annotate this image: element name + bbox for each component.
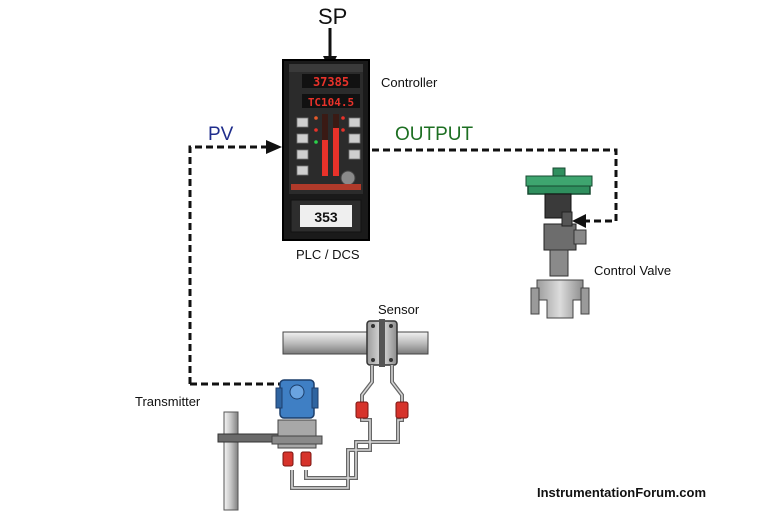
valve-positioner xyxy=(543,223,577,251)
control-knob xyxy=(340,170,356,186)
controller-unit: 37385 TC104.5 353 xyxy=(282,59,370,241)
controller-footer-strip xyxy=(291,184,361,190)
bottom-readout: 353 xyxy=(314,209,338,225)
output-label: OUTPUT xyxy=(395,124,474,145)
pv-signal-line xyxy=(188,145,272,384)
control-valve-label: Control Valve xyxy=(594,263,671,278)
mounting-post xyxy=(217,411,301,511)
signal-lines xyxy=(188,145,618,386)
valve-body xyxy=(536,279,584,319)
plc-dcs-label: PLC / DCS xyxy=(296,247,360,262)
isolation-valves xyxy=(282,401,409,467)
output-arrow-head xyxy=(572,214,586,228)
tag-readout: TC104.5 xyxy=(308,96,354,109)
controller-header-strip xyxy=(289,64,363,72)
transmitter-label: Transmitter xyxy=(135,394,201,409)
website-label: InstrumentationForum.com xyxy=(537,485,706,500)
process-pipe xyxy=(282,319,429,367)
bargraph-leds xyxy=(314,114,345,176)
output-signal-line xyxy=(372,148,618,223)
controller-label: Controller xyxy=(381,75,438,90)
tag-readout-panel xyxy=(302,94,360,108)
top-readout-panel xyxy=(302,74,360,88)
left-keypad xyxy=(296,117,309,176)
sensor-label: Sensor xyxy=(378,302,420,317)
top-readout: 37385 xyxy=(313,75,349,89)
pv-arrow xyxy=(266,140,282,154)
sp-label: SP xyxy=(318,4,347,29)
pv-label: PV xyxy=(208,124,234,145)
right-keypad xyxy=(348,117,361,160)
control-valve-icon xyxy=(525,167,593,319)
impulse-tubing-highlight xyxy=(291,365,403,489)
transmitter-icon xyxy=(271,379,323,449)
